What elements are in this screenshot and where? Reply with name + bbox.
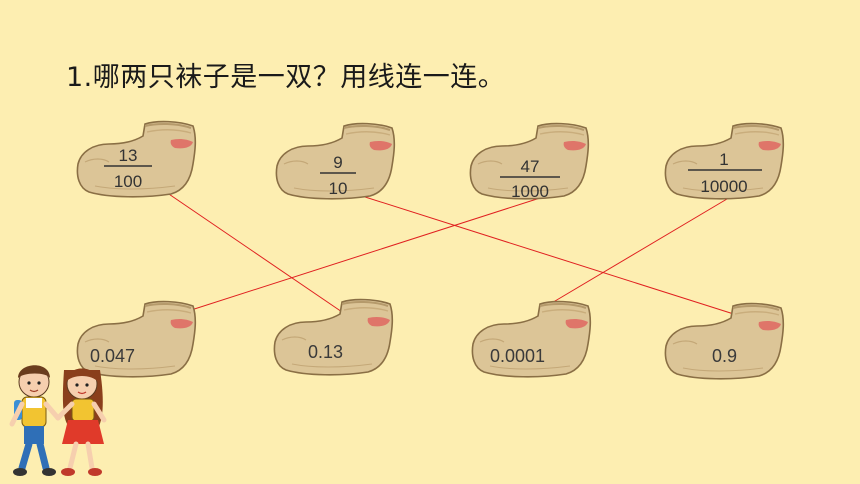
- match-lines: [159, 187, 741, 317]
- sock-bottom-1[interactable]: 0.047: [76, 300, 197, 378]
- girl-figure: [55, 368, 107, 476]
- sock-top-2-numerator: 9: [333, 153, 342, 172]
- boy-figure: [9, 365, 61, 476]
- children-illustration: [9, 365, 107, 476]
- sock-top-2-denominator: 10: [329, 179, 348, 198]
- question-title: 1.哪两只袜子是一双？用线连一连。: [66, 62, 506, 93]
- match-line-2: [361, 195, 741, 317]
- sock-bottom-4-label: 0.9: [712, 346, 737, 366]
- sock-top-4[interactable]: 1 10000: [664, 122, 785, 200]
- match-line-1: [159, 187, 346, 315]
- sock-bottom-4[interactable]: 0.9: [664, 302, 785, 380]
- sock-bottom-3-label: 0.0001: [490, 346, 545, 366]
- match-line-4: [549, 195, 733, 305]
- sock-top-3-denominator: 1000: [511, 182, 549, 201]
- sock-top-1-numerator: 13: [119, 146, 138, 165]
- sock-top-2[interactable]: 9 10: [275, 122, 396, 200]
- sock-bottom-2[interactable]: 0.13: [273, 298, 394, 376]
- sock-top-3-numerator: 47: [521, 157, 540, 176]
- sock-top-4-denominator: 10000: [700, 177, 747, 196]
- sock-top-4-numerator: 1: [719, 150, 728, 169]
- sock-bottom-2-label: 0.13: [308, 342, 343, 362]
- sock-top-1[interactable]: 13 100: [76, 120, 197, 198]
- sock-bottom-3[interactable]: 0.0001: [471, 300, 592, 378]
- sock-top-3[interactable]: 47 1000: [469, 122, 590, 201]
- sock-bottom-1-label: 0.047: [90, 346, 135, 366]
- match-line-3: [184, 197, 541, 313]
- sock-top-1-denominator: 100: [114, 172, 142, 191]
